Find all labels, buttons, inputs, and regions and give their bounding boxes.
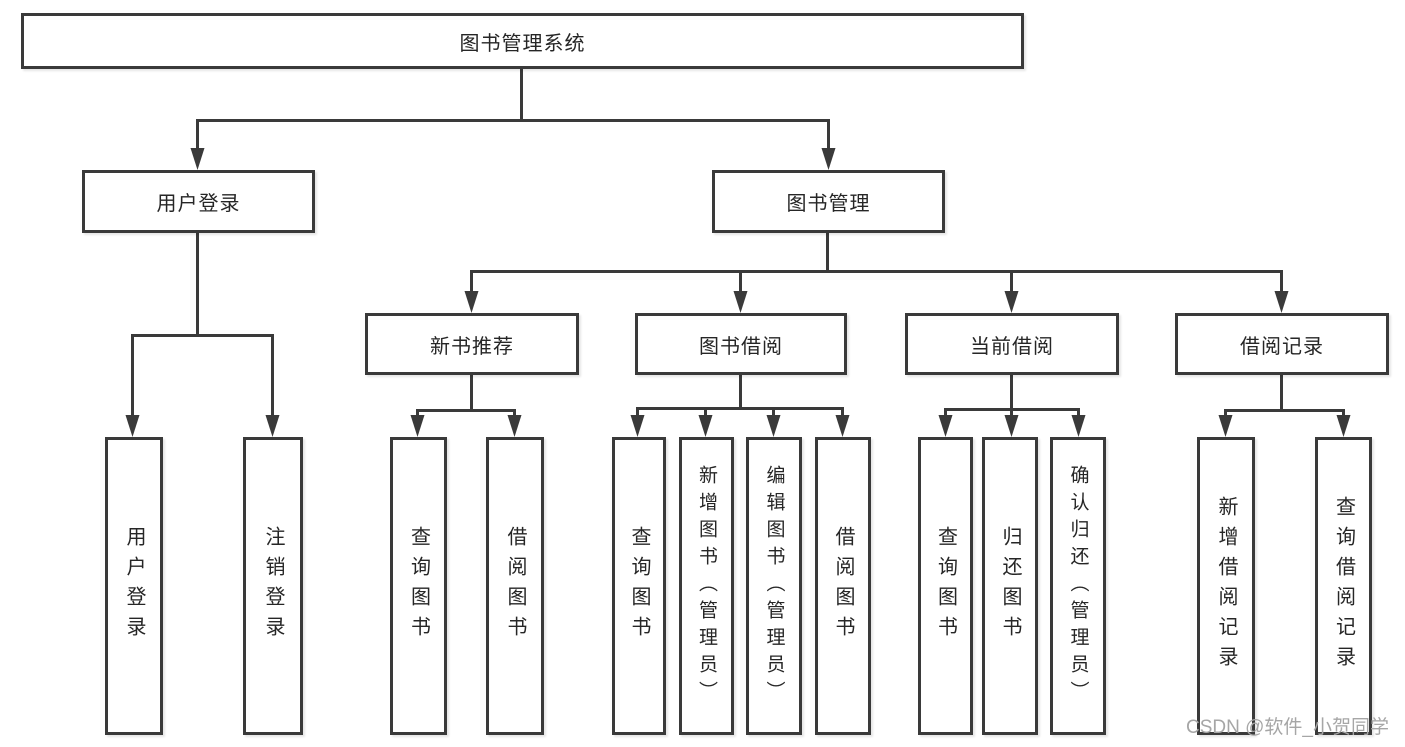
leaf-current-query-books: 查询图书	[918, 437, 973, 735]
leaf-borrow-query-books-label: 查询图书	[628, 526, 650, 646]
node-root-label: 图书管理系统	[459, 32, 586, 55]
node-book-borrow-label: 图书借阅	[699, 335, 783, 358]
leaf-add-books-admin-label: 新增图书（管理员）	[696, 464, 717, 708]
node-user-login: 用户登录	[82, 170, 315, 233]
leaf-borrow-books-label: 借阅图书	[832, 526, 854, 646]
node-root: 图书管理系统	[21, 13, 1024, 69]
leaf-edit-books-admin-label: 编辑图书（管理员）	[763, 464, 785, 708]
node-new-book-recommend: 新书推荐	[365, 313, 579, 375]
leaf-add-books-admin: 新增图书（管理员）	[679, 437, 734, 735]
leaf-query-borrow-record-label: 查询借阅记录	[1332, 496, 1355, 676]
node-current-borrow-label: 当前借阅	[970, 335, 1054, 358]
node-new-book-recommend-label: 新书推荐	[430, 335, 514, 358]
watermark: CSDN @软件_小贺同学	[1186, 717, 1389, 738]
leaf-current-query-books-label: 查询图书	[934, 526, 957, 646]
leaf-return-books: 归还图书	[982, 437, 1038, 735]
leaf-return-books-label: 归还图书	[999, 526, 1021, 646]
leaf-borrow-books: 借阅图书	[815, 437, 871, 735]
leaf-add-borrow-record-label: 新增借阅记录	[1215, 496, 1237, 676]
leaf-recommend-borrow-books-label: 借阅图书	[504, 526, 526, 646]
leaf-confirm-return-admin: 确认归还（管理员）	[1050, 437, 1106, 735]
node-book-borrow: 图书借阅	[635, 313, 847, 375]
node-user-login-label: 用户登录	[156, 193, 241, 215]
leaf-logout-label: 注销登录	[262, 526, 284, 646]
leaf-user-login: 用户登录	[105, 437, 163, 735]
node-borrow-records: 借阅记录	[1175, 313, 1389, 375]
leaf-logout: 注销登录	[243, 437, 303, 735]
leaf-confirm-return-admin-label: 确认归还（管理员）	[1067, 464, 1089, 708]
leaf-query-borrow-record: 查询借阅记录	[1315, 437, 1372, 735]
leaf-add-borrow-record: 新增借阅记录	[1197, 437, 1255, 735]
leaf-user-login-label: 用户登录	[123, 526, 145, 646]
leaf-recommend-borrow-books: 借阅图书	[486, 437, 544, 735]
leaf-recommend-query-books: 查询图书	[390, 437, 447, 735]
leaf-recommend-query-books-label: 查询图书	[407, 526, 430, 646]
node-book-management: 图书管理	[712, 170, 945, 233]
node-borrow-records-label: 借阅记录	[1240, 335, 1324, 358]
leaf-borrow-query-books: 查询图书	[612, 437, 666, 735]
leaf-edit-books-admin: 编辑图书（管理员）	[746, 437, 802, 735]
node-book-management-label: 图书管理	[786, 193, 871, 215]
node-current-borrow: 当前借阅	[905, 313, 1119, 375]
